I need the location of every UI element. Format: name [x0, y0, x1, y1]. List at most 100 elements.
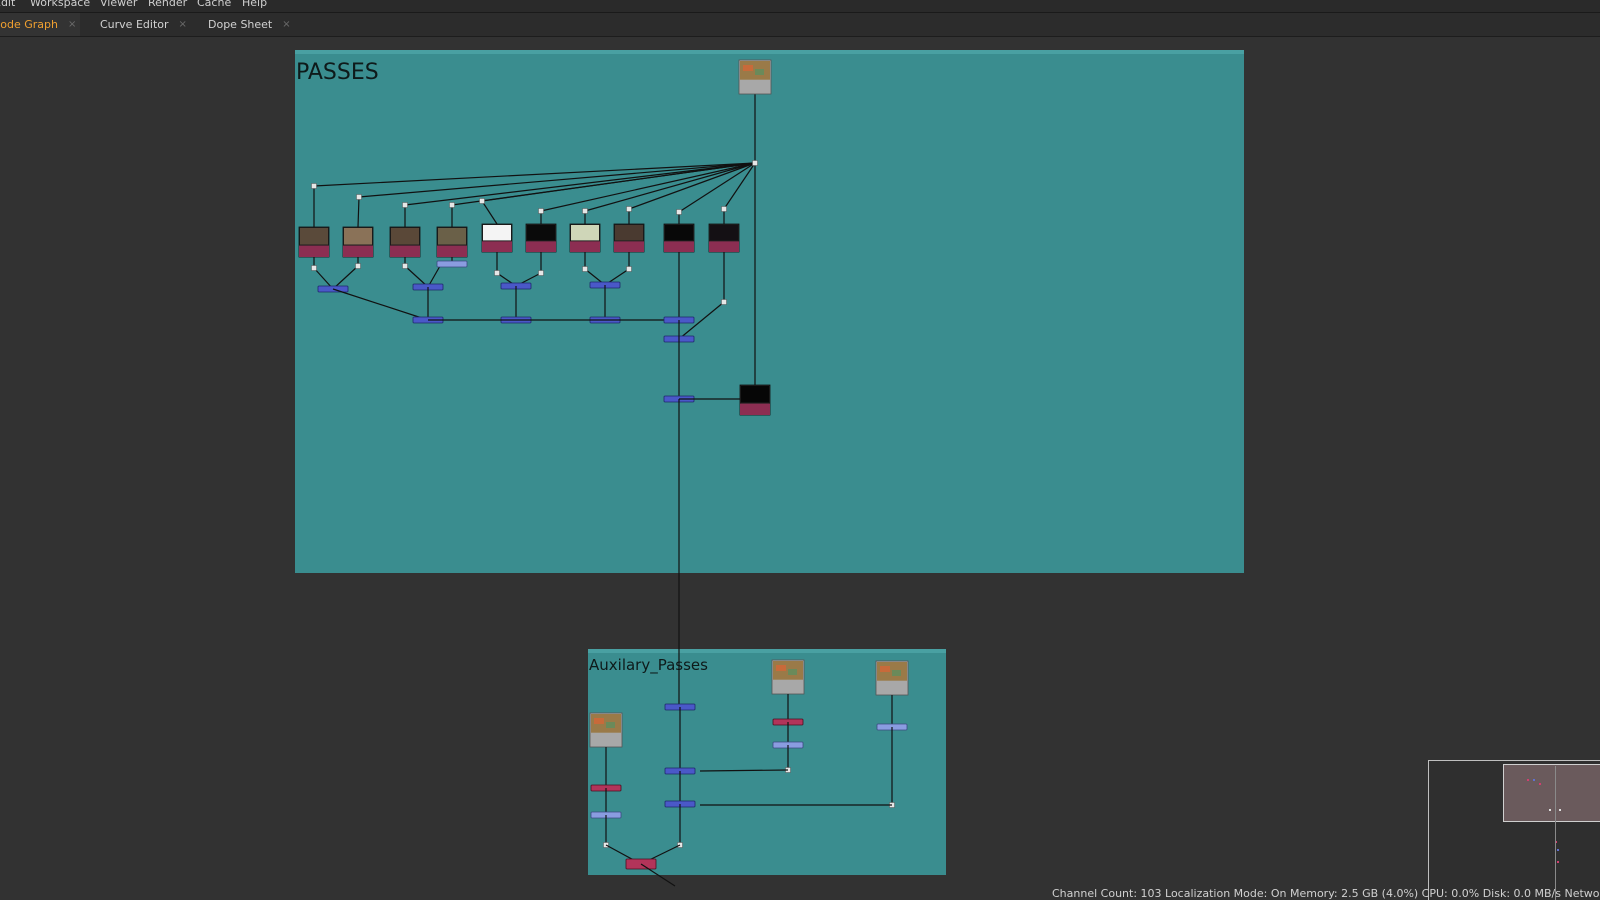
dot-node[interactable]: [582, 208, 588, 214]
read-node-thumbnail: [391, 228, 419, 245]
dot-node[interactable]: [479, 198, 485, 204]
node-edge: [358, 162, 756, 198]
menu-help[interactable]: Help: [242, 0, 268, 9]
tab-node-graph-label: Node Graph: [0, 18, 58, 31]
minimap-node-dot: [1549, 809, 1551, 811]
node-edge: [357, 196, 360, 228]
shuffle-node[interactable]: [436, 260, 468, 268]
read-node-footer: [570, 241, 600, 252]
tab-curve-editor-close-icon[interactable]: ×: [178, 19, 187, 30]
navigator-minimap[interactable]: [1428, 760, 1600, 900]
tab-dope-sheet-label: Dope Sheet: [208, 18, 273, 31]
node-edge: [678, 301, 725, 340]
menu-cache[interactable]: Cache: [197, 0, 232, 9]
minimap-node-dot: [1539, 783, 1541, 785]
dot-node[interactable]: [676, 209, 682, 215]
tab-curve-editor-label: Curve Editor: [100, 18, 169, 31]
tab-dope-sheet[interactable]: Dope Sheet ×: [208, 13, 295, 36]
dot-node[interactable]: [752, 160, 758, 166]
node-edge: [481, 162, 756, 202]
dot-node[interactable]: [538, 270, 544, 276]
read-node-thumbnail: [344, 228, 372, 245]
read-source-thumbnail-detail: [743, 65, 753, 71]
node-edge: [404, 162, 756, 206]
navigator-viewport[interactable]: [1503, 764, 1600, 822]
tab-curve-editor[interactable]: Curve Editor ×: [100, 13, 191, 36]
node-edge: [332, 265, 359, 290]
node-edge: [628, 162, 756, 210]
read-source-thumbnail-detail: [880, 666, 890, 672]
dot-node[interactable]: [402, 202, 408, 208]
backdrop-passes-title: PASSES: [296, 60, 379, 85]
dot-node[interactable]: [538, 208, 544, 214]
node-edge: [427, 265, 441, 288]
dot-node[interactable]: [494, 270, 500, 276]
dot-node[interactable]: [449, 202, 455, 208]
read-node-footer: [343, 245, 373, 257]
node-edge: [481, 200, 498, 225]
read-source-thumbnail-detail: [606, 722, 615, 728]
read-node-thumbnail: [615, 225, 643, 241]
dot-node[interactable]: [582, 266, 588, 272]
menu-workspace[interactable]: Workspace: [30, 0, 91, 9]
node-edge: [332, 288, 429, 321]
menu-render[interactable]: Render: [148, 0, 188, 9]
node-edge: [699, 769, 789, 772]
dot-node[interactable]: [721, 206, 727, 212]
read-node-footer: [526, 241, 556, 252]
dot-node[interactable]: [626, 266, 632, 272]
dot-node[interactable]: [402, 263, 408, 269]
read-node-thumbnail: [741, 386, 769, 403]
backdrop-passes[interactable]: PASSES: [295, 50, 1244, 573]
dot-node[interactable]: [355, 263, 361, 269]
read-node-footer: [740, 403, 770, 415]
read-source-thumbnail-detail: [892, 670, 901, 676]
dot-node[interactable]: [356, 194, 362, 200]
node-edge: [540, 162, 756, 212]
read-node-footer: [664, 241, 694, 252]
read-source-thumbnail-detail: [788, 669, 797, 675]
dot-node[interactable]: [311, 183, 317, 189]
dot-node[interactable]: [721, 299, 727, 305]
panel-tab-bar: Node Graph × Curve Editor × Dope Sheet ×: [0, 13, 1600, 37]
dot-node[interactable]: [311, 265, 317, 271]
read-source-thumbnail-detail: [594, 718, 604, 724]
menu-viewer[interactable]: Viewer: [100, 0, 138, 9]
read-node-thumbnail: [300, 228, 328, 245]
tab-dope-sheet-close-icon[interactable]: ×: [282, 19, 291, 30]
read-node-footer: [614, 241, 644, 252]
read-node-thumbnail: [483, 225, 511, 241]
node-edge: [640, 863, 676, 887]
read-node-footer: [437, 245, 467, 257]
node-graph-canvas[interactable]: PASSES Auxilary_Passes: [0, 37, 1600, 900]
read-node-thumbnail: [571, 225, 599, 241]
dot-node[interactable]: [626, 206, 632, 212]
node-edge: [584, 162, 756, 212]
menu-edit[interactable]: Edit: [0, 0, 16, 9]
node-edge: [313, 162, 756, 187]
node-edge: [313, 267, 334, 290]
read-node-thumbnail: [710, 225, 738, 241]
minimap-node-dot: [1557, 849, 1559, 851]
minimap-edge-line: [1555, 766, 1556, 900]
minimap-node-dot: [1557, 861, 1559, 863]
node-edge: [678, 162, 756, 213]
tab-node-graph-close-icon[interactable]: ×: [67, 19, 77, 30]
tab-node-graph[interactable]: Node Graph ×: [0, 13, 81, 36]
node-edge: [404, 265, 429, 288]
read-node-thumbnail: [527, 225, 555, 241]
menu-bar: Edit Workspace Viewer Render Cache Help: [0, 0, 1600, 13]
read-node-footer: [709, 241, 739, 252]
node-edge: [723, 162, 756, 210]
read-source-thumbnail-detail: [776, 665, 786, 671]
minimap-node-dot: [1533, 779, 1535, 781]
read-node-thumbnail: [665, 225, 693, 241]
backdrop-auxiliary-passes-title: Auxilary_Passes: [589, 656, 708, 674]
read-node-thumbnail: [438, 228, 466, 245]
node-graph-edges: [298, 59, 909, 887]
read-source-thumbnail-detail: [755, 69, 764, 75]
read-node-footer: [390, 245, 420, 257]
status-bar: Channel Count: 103 Localization Mode: On…: [1052, 887, 1600, 900]
read-node-footer: [482, 241, 512, 252]
minimap-node-dot: [1555, 841, 1557, 843]
